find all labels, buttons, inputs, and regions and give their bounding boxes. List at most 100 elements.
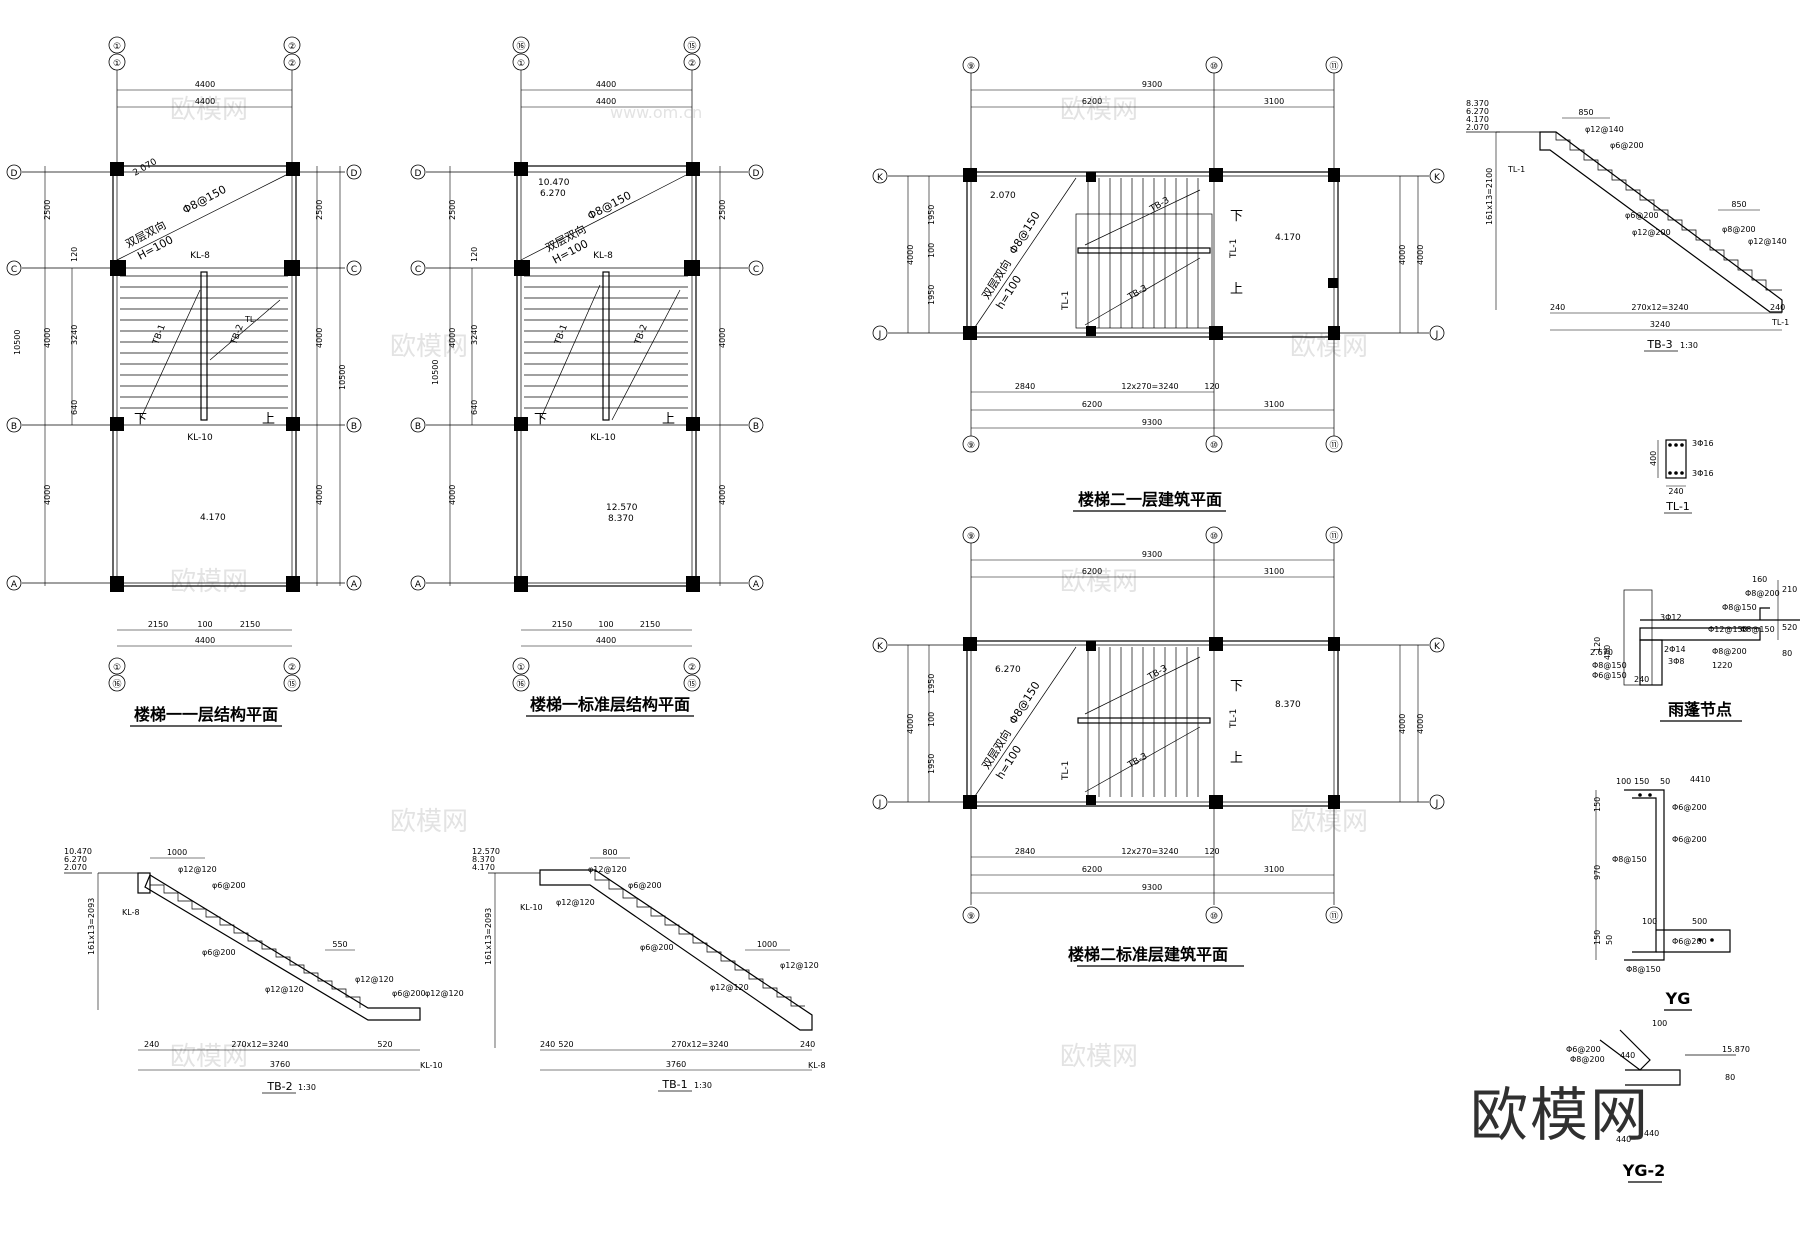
dimension: 210 [1782,585,1797,594]
dimension: 4000 [43,328,52,348]
dimension: 2150 [148,620,168,629]
row-label: C [351,265,357,275]
dimension: 4000 [448,328,457,348]
rebar: 3Φ16 [1692,439,1714,448]
dimension: 520 [1782,623,1797,632]
axis-label: ⑮ [287,679,296,690]
beam-label: TL-1 [1061,291,1071,311]
rebar: Φ8@150 [1722,603,1757,612]
row-label: B [415,422,421,432]
dimension: 2840 [1015,847,1035,856]
dimension: 2150 [552,620,572,629]
rebar: φ12@120 [265,985,304,994]
dimension: 500 [1692,917,1707,926]
dimension: 10500 [13,330,22,355]
arrow-down-label: 下 [1230,209,1243,224]
elevation: 2.070 [132,157,160,179]
row-label: K [877,173,884,183]
axis-label: ⑪ [1329,531,1338,542]
row-label: J [1435,799,1439,809]
rebar: φ12@200 [1632,228,1671,237]
section-tl1: 3Φ16 3Φ16 400 240 TL-1 [1649,439,1714,514]
dimension: 6200 [1082,865,1102,874]
beam-label: KL-8 [190,251,210,261]
dimension: 3100 [1264,97,1284,106]
dimension: 640 [470,400,479,415]
elevation: 8.370 [1466,99,1489,108]
axis-label: ⑯ [516,679,525,690]
watermark-brand: 欧模网 [1060,1042,1138,1072]
rebar: Φ8@200 [1745,589,1780,598]
dimension: 1950 [927,205,936,225]
dimension: 4400 [195,636,215,645]
axis-label: ⑯ [516,41,525,52]
watermark-brand: 欧模网 [170,567,248,597]
scale: 1:30 [1680,341,1698,350]
dimension: 9300 [1142,418,1162,427]
dimension: 150 [1593,930,1602,945]
dimension: 3100 [1264,400,1284,409]
beam-label: KL-10 [590,433,616,443]
row-label: J [878,799,882,809]
arrow-down-label: 下 [1230,679,1243,694]
detail-title: YG-2 [1622,1161,1666,1180]
dimension: 4000 [1416,245,1425,265]
beam-label: TL-1 [1229,239,1239,259]
dimension: 12x270=3240 [1121,382,1178,391]
elevation: 4.170 [1466,115,1489,124]
dimension: 850 [1578,108,1593,117]
dimension: 4000 [315,485,324,505]
dimension: 270x12=3240 [1631,303,1688,312]
watermark-brand: 欧模网 [390,807,468,837]
stair-treads [1087,647,1199,797]
dimension: 4000 [448,485,457,505]
watermark-brand: 欧模网 [1060,95,1138,125]
arrow-up-label: 上 [1230,751,1243,766]
dimension: 100 [927,712,936,727]
beam-label: TL-1 [1229,709,1239,729]
axis-label: ⑨ [967,912,975,922]
rebar: φ12@120 [780,961,819,970]
dimension: 1950 [927,285,936,305]
axis-label: ⑨ [967,62,975,72]
dimension: 520 [377,1040,392,1049]
dimension: 400 [1649,451,1658,466]
dimension: 12x270=3240 [1121,847,1178,856]
elevation: 10.470 [538,178,570,188]
watermark-brand: 欧模网 [390,332,468,362]
axis-label: ⑪ [1329,61,1338,72]
rebar: Φ8@150 [1612,855,1647,864]
section-title: TB-3 [1646,338,1672,351]
dimension: 240 [144,1040,159,1049]
row-label: J [878,330,882,340]
rebar: Φ8@150 [1626,965,1661,974]
elevation: 12.570 [606,503,638,513]
dimension: 4000 [1398,714,1407,734]
stair-label: TB-3 [1126,752,1150,771]
row-label: B [753,422,759,432]
dimension: 100 [1642,917,1657,926]
dimension: 120 [470,247,479,262]
dimension: 4400 [195,97,215,106]
detail-title: YG [1665,989,1691,1008]
dimension: 1000 [167,848,187,857]
dimension: 3100 [1264,567,1284,576]
row-label: J [1435,330,1439,340]
dimension: 9300 [1142,80,1162,89]
dimension: 4000 [1398,245,1407,265]
dimension: 80 [1725,1073,1735,1082]
row-label: K [877,642,884,652]
beam-label: KL-10 [420,1061,443,1070]
rebar: φ6@200 [1625,211,1659,220]
beam-label: TL-1 [1507,165,1525,174]
plan-stair2-ground-architectural: ⑨ ⑩ ⑪ 9300 6200 3100 K J K J 2.070 4.170… [872,56,1445,512]
rebar: φ6@200 [1610,141,1644,150]
arrow-down-label: 下 [534,412,547,427]
axis-label: ⑮ [687,41,696,52]
watermark-brand: 欧模网 [170,1042,248,1072]
axis-label: ⑪ [1329,911,1338,922]
arrow-up-label: 上 [662,412,675,427]
detail-yg2: 15.870 440 80 100 440 440 Φ6@200 Φ8@200 … [1566,1019,1750,1183]
dimension: 160 [1752,575,1767,584]
watermark-brand: 欧模网 [1060,567,1138,597]
